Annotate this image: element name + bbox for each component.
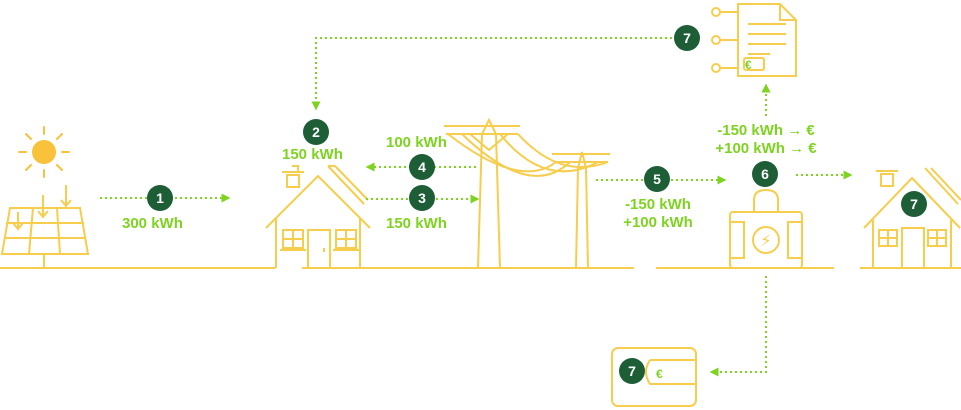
step-3-label: 150 kWh: [386, 215, 447, 232]
step-5-label-line2: +100 kWh: [623, 214, 693, 231]
step-1-badge: 1: [147, 185, 173, 211]
sunlight-arrows: [12, 185, 72, 231]
step-6-label-line2: +100 kWh → €: [715, 140, 817, 157]
invoice-document-icon: [711, 3, 797, 77]
step-7-badge-wallet: 7: [619, 358, 645, 384]
step-6-label: -150 kWh → € +100 kWh → €: [704, 122, 828, 158]
step-4-badge: 4: [409, 154, 435, 180]
step-2-badge: 2: [303, 119, 329, 145]
step-5-label: -150 kWh +100 kWh: [612, 196, 704, 232]
flow-arrow-7-wallet: [709, 276, 767, 377]
wallet-icon: [611, 347, 697, 407]
step-6-badge: 6: [752, 161, 778, 187]
step-2-label: 150 kWh: [282, 146, 343, 163]
sun-icon: [18, 126, 70, 178]
step-6-label-line1: -150 kWh → €: [717, 122, 815, 139]
flow-arrow-7-invoice-to-house: [311, 37, 672, 111]
house-icon-2: [863, 167, 961, 269]
energy-meter-icon: [729, 188, 803, 269]
step-4-label: 100 kWh: [386, 134, 447, 151]
euro-icon-wallet: €: [656, 367, 663, 381]
step-5-label-line1: -150 kWh: [625, 196, 691, 213]
flow-arrows: [100, 37, 853, 377]
step-3-badge: 3: [409, 185, 435, 211]
power-pylon-icon: [444, 117, 610, 269]
step-5-badge: 5: [644, 166, 670, 192]
lightning-icon: ⚡: [760, 231, 771, 250]
solar-panel-icon: [0, 207, 90, 268]
house-icon: [265, 165, 371, 269]
step-7-badge-house: 7: [901, 191, 927, 217]
euro-icon-invoice: €: [745, 58, 752, 72]
step-7-badge-invoice: 7: [674, 25, 700, 51]
step-1-label: 300 kWh: [122, 215, 183, 232]
